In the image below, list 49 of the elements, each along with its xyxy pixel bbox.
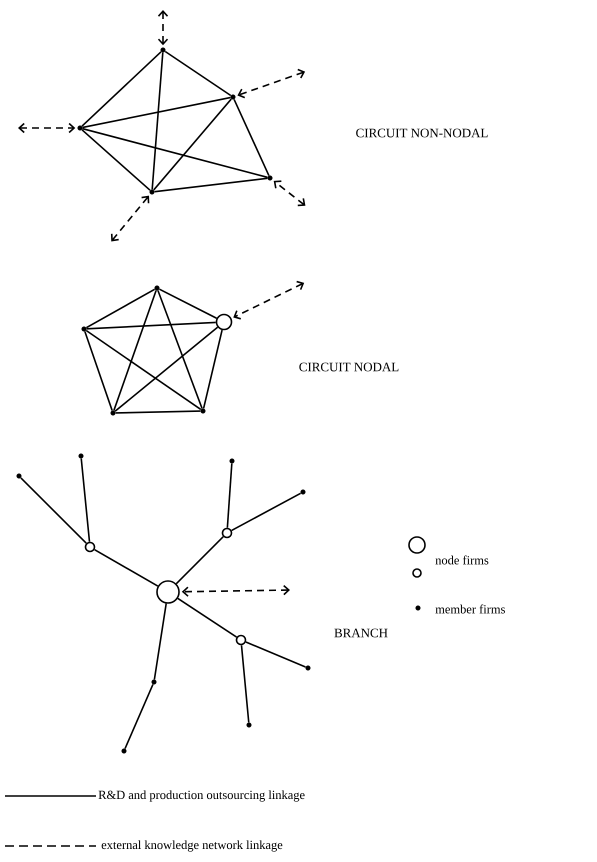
linkage-line: [246, 641, 306, 668]
dashed-arrow: [274, 180, 306, 206]
dashed-arrow: [237, 68, 306, 98]
linkage-line: [116, 410, 200, 414]
node-firm-circle: [222, 528, 232, 538]
linkage-line: [154, 604, 167, 680]
legend-text: member firms: [435, 604, 505, 614]
linkage-line: [86, 288, 156, 328]
network-type-label: BRANCH: [334, 628, 388, 638]
linkage-line: [226, 464, 233, 528]
linkage-line: [233, 99, 270, 176]
linkage-line: [151, 52, 164, 190]
dashed-arrow: [110, 196, 150, 242]
linkage-line: [80, 458, 90, 542]
linkage-line: [202, 330, 223, 409]
linkage-line: [176, 536, 224, 584]
linkage-line: [20, 477, 87, 544]
legend-text: node firms: [435, 556, 488, 564]
linkage-line: [86, 330, 202, 410]
linkage-line: [86, 322, 216, 330]
dashed-arrow: [158, 10, 168, 46]
linkage-line: [113, 290, 157, 411]
dashed-arrow: [233, 280, 304, 320]
linkage-line: [81, 51, 162, 127]
linkage-line: [177, 598, 237, 638]
dashed-arrow: [18, 122, 76, 134]
linkage-line: [81, 129, 151, 191]
dashed-arrow: [182, 585, 290, 597]
linkage-line: [82, 96, 231, 128]
legend-text: R&D and production outsourcing linkage: [98, 790, 305, 802]
linkage-line: [164, 50, 232, 96]
node-firm-circle: [156, 580, 180, 604]
linkage-line: [94, 548, 158, 587]
node-firm-circle: [84, 542, 96, 552]
node-firm-circle: [236, 634, 246, 646]
linkage-line: [153, 98, 232, 190]
linkage-line: [124, 684, 154, 749]
network-type-label: CIRCUIT NODAL: [299, 362, 398, 372]
network-type-label: CIRCUIT NON-NODAL: [356, 128, 488, 138]
node-firm-circle: [216, 314, 232, 330]
linkage-line: [154, 178, 268, 192]
linkage-line: [114, 326, 218, 412]
linkage-line: [159, 288, 217, 319]
linkage-line: [82, 128, 268, 178]
linkage-line: [157, 290, 203, 409]
linkage-line: [231, 492, 301, 532]
linkage-line: [240, 645, 250, 722]
linkage-line: [84, 331, 113, 411]
legend-text: external knowledge network linkage: [102, 840, 282, 852]
